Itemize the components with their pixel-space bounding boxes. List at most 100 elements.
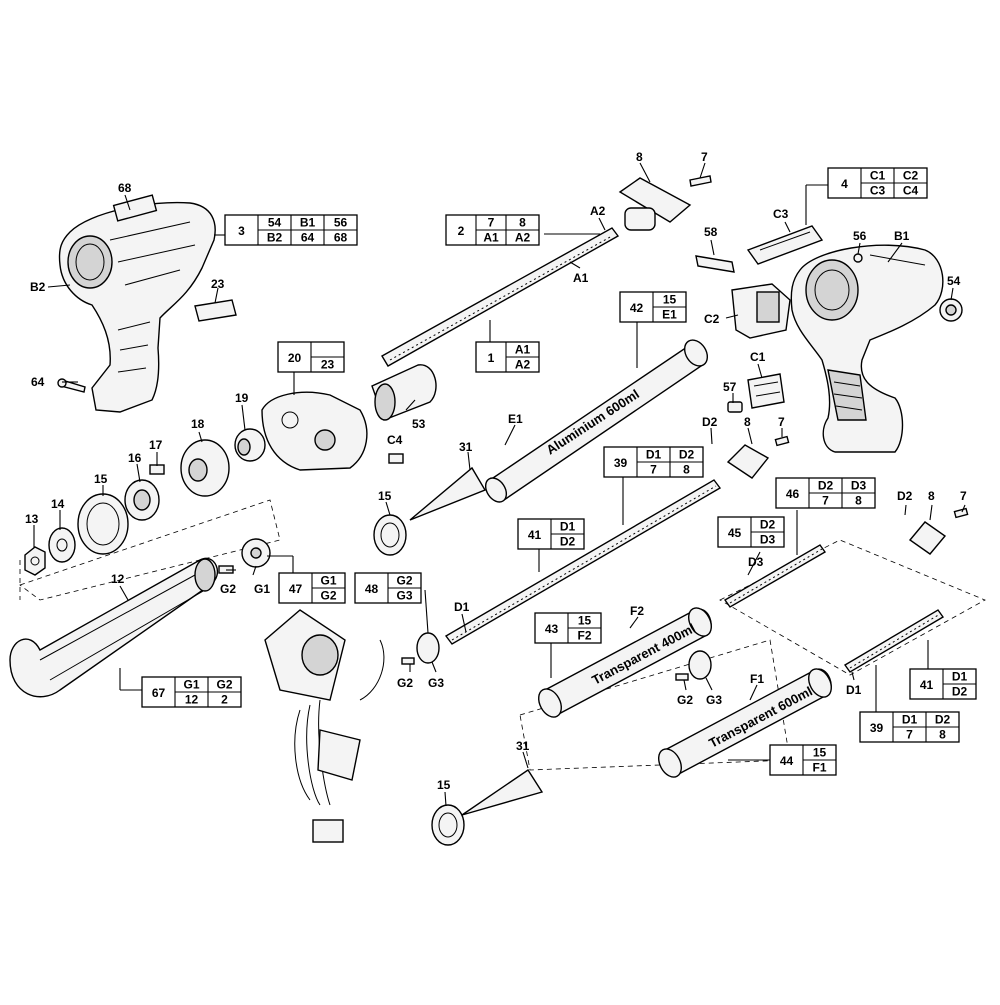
- table-cell: D2: [935, 713, 951, 727]
- nozzle-31-bottom: [461, 769, 544, 816]
- table-cell: 2: [221, 693, 228, 707]
- callout-g2-right: G2: [677, 693, 693, 707]
- callout-15-left: 15: [94, 472, 108, 486]
- housing-half-b2: [58, 194, 216, 413]
- dashed-group-left: [19, 499, 281, 601]
- callout-13: 13: [25, 512, 39, 526]
- table-cell: 1: [488, 351, 495, 365]
- rack-d3: [723, 544, 827, 608]
- table-cell: A2: [515, 358, 531, 372]
- table-cell: D2: [818, 479, 834, 493]
- washer-14: [48, 527, 76, 563]
- table-cell: D2: [560, 535, 576, 549]
- callout-d3: D3: [748, 555, 764, 569]
- callout-15-center-top: 15: [378, 489, 392, 503]
- tube-label-transparent-600: Transparent 600ml: [706, 683, 814, 750]
- table-cell: 8: [683, 463, 690, 477]
- table-cell: D3: [851, 479, 867, 493]
- callout-c1: C1: [750, 350, 766, 364]
- callout-54: 54: [947, 274, 961, 288]
- screw-7-center: [774, 435, 790, 447]
- callout-b1: B1: [894, 229, 910, 243]
- table-cell: F2: [577, 629, 591, 643]
- table-cell: 41: [920, 678, 934, 692]
- table-cell: 8: [855, 494, 862, 508]
- ring-16: [124, 479, 160, 521]
- nut-15-bottom: [431, 804, 465, 846]
- washer-56: [853, 253, 863, 263]
- callout-g3-center: G3: [428, 676, 444, 690]
- motor-pcb-assembly: [264, 609, 385, 843]
- table-cell: 23: [321, 358, 335, 372]
- callout-15-bottom: 15: [437, 778, 451, 792]
- plunger-g3-right: [688, 650, 712, 680]
- callout-c3: C3: [773, 207, 789, 221]
- table-cell: 48: [365, 582, 379, 596]
- table-cell: D1: [560, 520, 576, 534]
- gearbox-20: [261, 391, 368, 471]
- flange-18: [180, 439, 230, 497]
- callout-58: 58: [704, 225, 718, 239]
- callout-d1-center: D1: [454, 600, 470, 614]
- table-cell: G3: [396, 589, 412, 603]
- nut-15: [77, 493, 129, 555]
- table-cell: G2: [320, 589, 336, 603]
- table-cell: C4: [903, 184, 919, 198]
- callout-labels: 68 B2 23 64 8 7 A2 A1 58 C3 56 B1 54 C2 …: [25, 150, 967, 792]
- screw-7-top: [689, 175, 712, 187]
- table-cell: 41: [528, 528, 542, 542]
- table-cell: D1: [902, 713, 918, 727]
- table-cell: 8: [939, 728, 946, 742]
- holder-12: [9, 557, 219, 698]
- table-cell: G2: [216, 678, 232, 692]
- screw-64: [57, 378, 86, 393]
- table-cell: 7: [822, 494, 829, 508]
- plunger-g3-center: [416, 632, 440, 664]
- screw-g2-center: [401, 657, 415, 665]
- rack-d1-center: [444, 479, 722, 645]
- callout-g2-center: G2: [397, 676, 413, 690]
- table-cell: 7: [488, 216, 495, 230]
- table-cell: 8: [519, 216, 526, 230]
- clip-c4: [388, 453, 404, 464]
- dashed-group-right: [719, 539, 986, 676]
- table-cell: 12: [185, 693, 199, 707]
- motor-53: [371, 364, 437, 421]
- callout-7-center: 7: [778, 415, 785, 429]
- table-cell: 44: [780, 754, 794, 768]
- bushing-19: [234, 428, 266, 462]
- callout-g1: G1: [254, 582, 270, 596]
- table-cell: B1: [300, 216, 316, 230]
- callout-12: 12: [111, 572, 125, 586]
- callout-a2: A2: [590, 204, 606, 218]
- table-cell: D3: [760, 533, 776, 547]
- callout-31-bottom: 31: [516, 739, 530, 753]
- screw-7-right: [953, 507, 969, 519]
- rack-a1: [381, 227, 620, 367]
- callout-56: 56: [853, 229, 867, 243]
- callout-d1-right: D1: [846, 683, 862, 697]
- table-cell: D2: [760, 518, 776, 532]
- callout-f2: F2: [630, 604, 644, 618]
- callout-53: 53: [412, 417, 426, 431]
- callout-16: 16: [128, 451, 142, 465]
- table-cell: 3: [238, 224, 245, 238]
- housing-half-b1: [790, 244, 944, 453]
- callout-d2-center: D2: [702, 415, 718, 429]
- table-cell: 47: [289, 582, 303, 596]
- callout-7-right: 7: [960, 489, 967, 503]
- table-cell: G2: [396, 574, 412, 588]
- callout-g2-left: G2: [220, 582, 236, 596]
- callout-f1: F1: [750, 672, 764, 686]
